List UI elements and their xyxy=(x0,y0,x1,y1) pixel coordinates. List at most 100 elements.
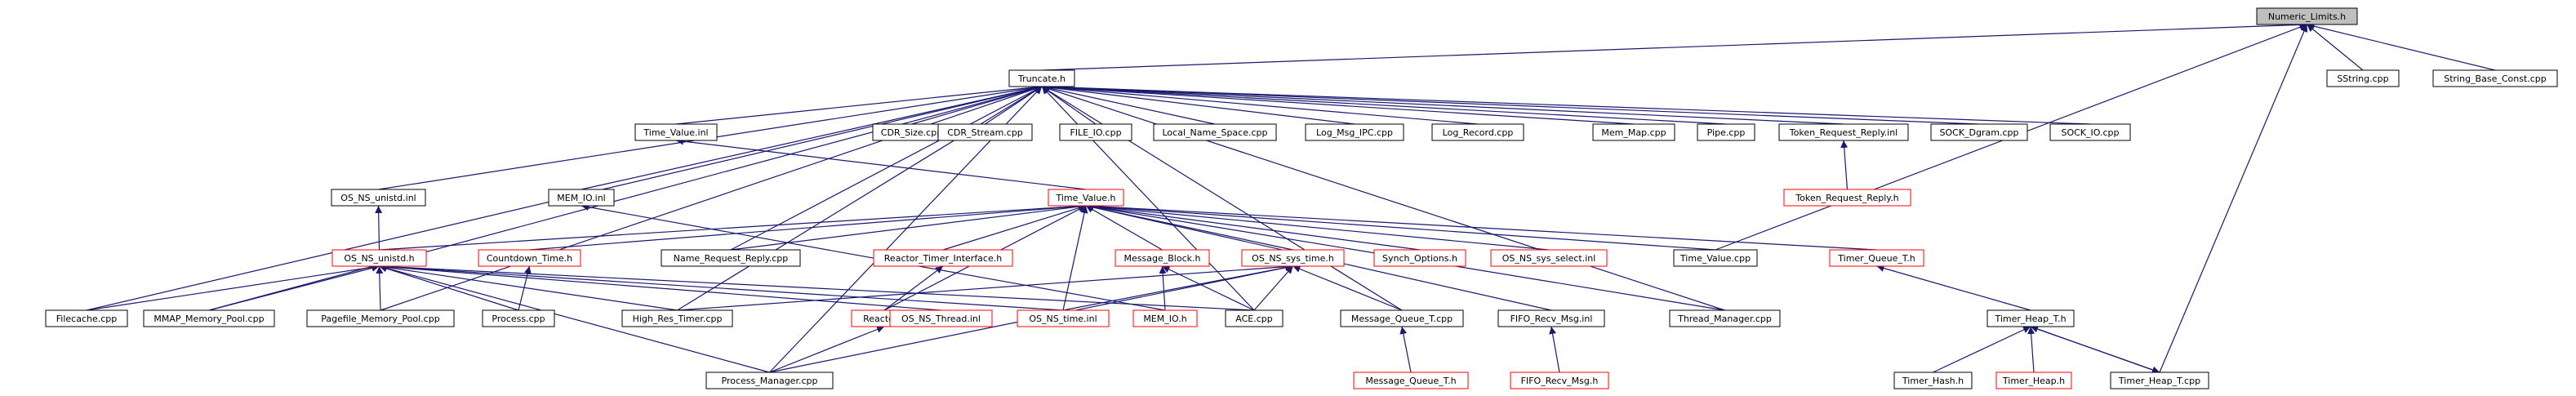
node-label: ACE.cpp xyxy=(1235,314,1272,324)
edge-local-name-space-to-truncate xyxy=(1041,84,1216,125)
node-box xyxy=(143,309,275,327)
node-label: FIFO_Recv_Msg.inl xyxy=(1510,314,1593,324)
edge-synch-options-to-time-value-h xyxy=(1085,202,1421,251)
node-box xyxy=(478,249,581,267)
node-box xyxy=(1673,249,1758,267)
node-mmap-memory-pool[interactable]: MMAP_Memory_Pool.cpp xyxy=(143,309,275,327)
node-countdown-time[interactable]: Countdown_Time.h xyxy=(478,249,581,267)
node-timer-heap-t-cpp[interactable]: Timer_Heap_T.cpp xyxy=(2110,372,2209,389)
node-box xyxy=(1059,123,1132,141)
node-fifo-recv-msg-h[interactable]: FIFO_Recv_Msg.h xyxy=(1510,372,1609,389)
edge-os-ns-time-inl-to-time-value-h xyxy=(1062,205,1088,311)
node-log-msg-ipc[interactable]: Log_Msg_IPC.cpp xyxy=(1305,123,1404,141)
node-string-base-const[interactable]: String_Base_Const.cpp xyxy=(2432,69,2558,87)
node-label: FIFO_Recv_Msg.h xyxy=(1521,376,1599,386)
node-timer-queue-t[interactable]: Timer_Queue_T.h xyxy=(1829,249,1924,267)
node-os-ns-thread-inl[interactable]: OS_NS_Thread.inl xyxy=(889,309,993,327)
node-label: Log_Msg_IPC.cpp xyxy=(1316,127,1393,138)
node-label: Time_Value.cpp xyxy=(1680,253,1751,264)
node-timer-heap-t-h[interactable]: Timer_Heap_T.h xyxy=(1987,309,2075,327)
node-time-value-inl[interactable]: Time_Value.inl xyxy=(634,123,718,141)
node-box xyxy=(1353,372,1469,389)
node-label: String_Base_Const.cpp xyxy=(2444,73,2547,84)
node-cdr-size[interactable]: CDR_Size.cpp xyxy=(872,123,951,141)
node-label: OS_NS_unistd.inl xyxy=(340,193,416,203)
node-ace-cpp[interactable]: ACE.cpp xyxy=(1225,309,1284,327)
node-mem-io-inl[interactable]: MEM_IO.inl xyxy=(548,189,615,207)
edge-process-cpp-to-os-ns-unistd-h xyxy=(379,265,519,311)
node-timer-heap-h[interactable]: Timer_Heap.h xyxy=(1995,372,2072,389)
edge-os-ns-unistd-h-to-time-value-h xyxy=(379,202,1087,251)
node-label: OS_NS_Thread.inl xyxy=(901,314,981,324)
node-log-record[interactable]: Log_Record.cpp xyxy=(1431,123,1524,141)
node-box xyxy=(2110,372,2209,389)
node-sock-io[interactable]: SOCK_IO.cpp xyxy=(2049,123,2131,141)
node-numeric-limits[interactable]: Numeric_Limits.h xyxy=(2256,7,2358,25)
node-time-value-h[interactable]: Time_Value.h xyxy=(1048,189,1124,207)
node-sstring[interactable]: SString.cpp xyxy=(2326,69,2400,87)
node-box xyxy=(1490,249,1608,267)
node-box xyxy=(1829,249,1924,267)
edge-truncate-to-numeric-limits xyxy=(1041,20,2307,71)
node-reactor-timer-interface[interactable]: Reactor_Timer_Interface.h xyxy=(873,249,1013,267)
node-box xyxy=(1783,189,1911,207)
node-name-request-reply[interactable]: Name_Request_Reply.cpp xyxy=(661,249,801,267)
node-local-name-space[interactable]: Local_Name_Space.cpp xyxy=(1153,123,1277,141)
node-pagefile-memory-pool[interactable]: Pagefile_Memory_Pool.cpp xyxy=(306,309,455,327)
edge-mem-io-h-to-message-block xyxy=(1159,265,1167,311)
node-box xyxy=(1340,309,1464,327)
node-label: Local_Name_Space.cpp xyxy=(1163,127,1268,138)
node-os-ns-sys-select[interactable]: OS_NS_sys_select.inl xyxy=(1490,249,1608,267)
node-box xyxy=(1132,309,1198,327)
node-mem-io-h[interactable]: MEM_IO.h xyxy=(1132,309,1198,327)
node-truncate[interactable]: Truncate.h xyxy=(1008,69,1075,87)
node-label: SString.cpp xyxy=(2337,73,2388,84)
node-os-ns-sys-time-h[interactable]: OS_NS_sys_time.h xyxy=(1241,249,1345,267)
node-label: Message_Queue_T.h xyxy=(1365,376,1456,386)
node-token-request-reply-inl[interactable]: Token_Request_Reply.inl xyxy=(1778,123,1909,141)
node-label: CDR_Size.cpp xyxy=(881,127,942,138)
node-file-io[interactable]: FILE_IO.cpp xyxy=(1059,123,1132,141)
node-label: Reactor_Timer_Interface.h xyxy=(884,253,1002,264)
node-os-ns-unistd-inl[interactable]: OS_NS_unistd.inl xyxy=(331,189,426,207)
node-cdr-stream[interactable]: CDR_Stream.cpp xyxy=(937,123,1033,141)
edge-mem-io-inl-to-truncate xyxy=(581,84,1043,190)
node-process-cpp[interactable]: Process.cpp xyxy=(482,309,555,327)
node-synch-options[interactable]: Synch_Options.h xyxy=(1373,249,1466,267)
node-thread-manager[interactable]: Thread_Manager.cpp xyxy=(1669,309,1781,327)
node-os-ns-unistd-h[interactable]: OS_NS_unistd.h xyxy=(331,249,427,267)
node-token-request-reply-h[interactable]: Token_Request_Reply.h xyxy=(1783,189,1911,207)
node-label: Message_Queue_T.cpp xyxy=(1351,314,1453,324)
node-message-queue-t-cpp[interactable]: Message_Queue_T.cpp xyxy=(1340,309,1464,327)
node-label: Mem_Map.cpp xyxy=(1601,127,1666,138)
node-label: Process_Manager.cpp xyxy=(722,376,818,386)
node-filecache[interactable]: Filecache.cpp xyxy=(45,309,128,327)
edge-time-value-h-to-time-value-inl xyxy=(675,137,1087,190)
node-box xyxy=(1778,123,1909,141)
node-box xyxy=(1114,249,1210,267)
node-box xyxy=(306,309,455,327)
node-label: FILE_IO.cpp xyxy=(1070,127,1121,138)
node-box xyxy=(705,372,834,389)
node-message-block[interactable]: Message_Block.h xyxy=(1114,249,1210,267)
node-time-value-cpp[interactable]: Time_Value.cpp xyxy=(1673,249,1758,267)
node-label: Timer_Heap_T.h xyxy=(1994,314,2066,324)
node-label: Thread_Manager.cpp xyxy=(1677,314,1772,324)
node-process-manager[interactable]: Process_Manager.cpp xyxy=(705,372,834,389)
node-fifo-recv-msg-inl[interactable]: FIFO_Recv_Msg.inl xyxy=(1497,309,1605,327)
node-box xyxy=(482,309,555,327)
edge-pipe-to-truncate xyxy=(1041,83,1727,125)
node-label: MMAP_Memory_Pool.cpp xyxy=(153,314,264,324)
node-pipe[interactable]: Pipe.cpp xyxy=(1697,123,1755,141)
edge-sstring-to-numeric-limits xyxy=(2307,24,2364,71)
node-os-ns-time-inl[interactable]: OS_NS_time.inl xyxy=(1017,309,1110,327)
node-sock-dgram[interactable]: SOCK_Dgram.cpp xyxy=(1930,123,2028,141)
node-high-res-timer[interactable]: High_Res_Timer.cpp xyxy=(621,309,733,327)
node-message-queue-t-h[interactable]: Message_Queue_T.h xyxy=(1353,372,1469,389)
node-mem-map[interactable]: Mem_Map.cpp xyxy=(1592,123,1675,141)
edge-reactor-timer-interface-to-time-value-h xyxy=(942,204,1087,251)
edge-os-ns-thread-inl-to-os-ns-unistd-h xyxy=(379,263,941,311)
node-timer-hash[interactable]: Timer_Hash.h xyxy=(1893,372,1973,389)
edge-os-ns-time-inl-to-os-ns-unistd-h xyxy=(379,263,1064,311)
